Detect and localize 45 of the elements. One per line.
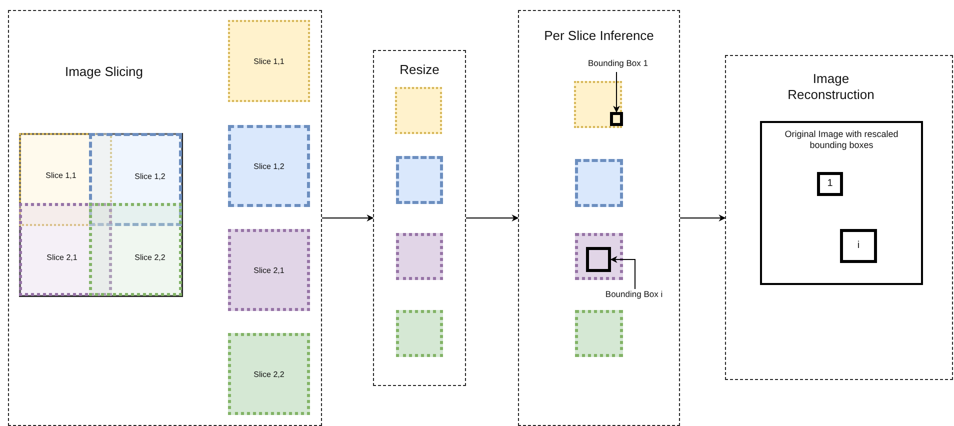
resized-slice xyxy=(396,233,443,280)
inference-slice xyxy=(575,233,623,280)
panel xyxy=(725,55,953,380)
slice-tile xyxy=(228,229,310,311)
panel xyxy=(373,50,466,386)
slice-label: Slice 2,1 xyxy=(252,266,286,276)
arrow xyxy=(680,214,726,222)
slice-tile xyxy=(228,125,310,207)
panel-title: Image Reconstruction xyxy=(786,71,876,102)
bounding-box xyxy=(586,247,611,272)
image-frame xyxy=(19,133,183,297)
inference-slice xyxy=(575,310,623,357)
box-number: 1 xyxy=(826,178,834,190)
slice-label: Slice 1,2 xyxy=(134,172,166,182)
resized-slice xyxy=(396,310,443,357)
slice-label: Slice 2,2 xyxy=(134,253,166,263)
bounding-box xyxy=(817,172,843,196)
bounding-box xyxy=(840,229,877,263)
slice-label: Slice 1,1 xyxy=(252,57,286,67)
callout-text: Bounding Box i xyxy=(604,289,664,300)
panel xyxy=(518,10,680,426)
panel-title: Resize xyxy=(398,62,440,78)
slice-tile xyxy=(228,333,310,415)
leader-arrow xyxy=(610,256,636,290)
arrow xyxy=(466,214,519,222)
box-number: i xyxy=(856,240,861,252)
panel-title: Image Slicing xyxy=(64,64,144,80)
callout-text: Bounding Box 1 xyxy=(586,58,650,68)
inference-slice xyxy=(575,159,623,207)
bounding-box xyxy=(610,112,623,126)
arrow xyxy=(322,214,374,222)
slice-label: Slice 2,1 xyxy=(46,253,78,263)
inference-slice xyxy=(574,81,622,128)
panel-title: Per Slice Inference xyxy=(543,28,655,44)
leader-arrow xyxy=(613,72,620,113)
overlapping-slice xyxy=(89,203,182,296)
slice-label: Slice 1,1 xyxy=(44,171,78,181)
resized-slice xyxy=(396,156,443,204)
resized-slice xyxy=(395,87,442,134)
image-caption: Original Image with rescaled bounding boxes xyxy=(784,129,900,151)
panel xyxy=(8,10,322,426)
reconstructed-image xyxy=(760,121,923,285)
slice-label: Slice 1,2 xyxy=(252,162,286,172)
slice-label: Slice 2,2 xyxy=(252,370,286,380)
slice-tile xyxy=(228,20,310,102)
